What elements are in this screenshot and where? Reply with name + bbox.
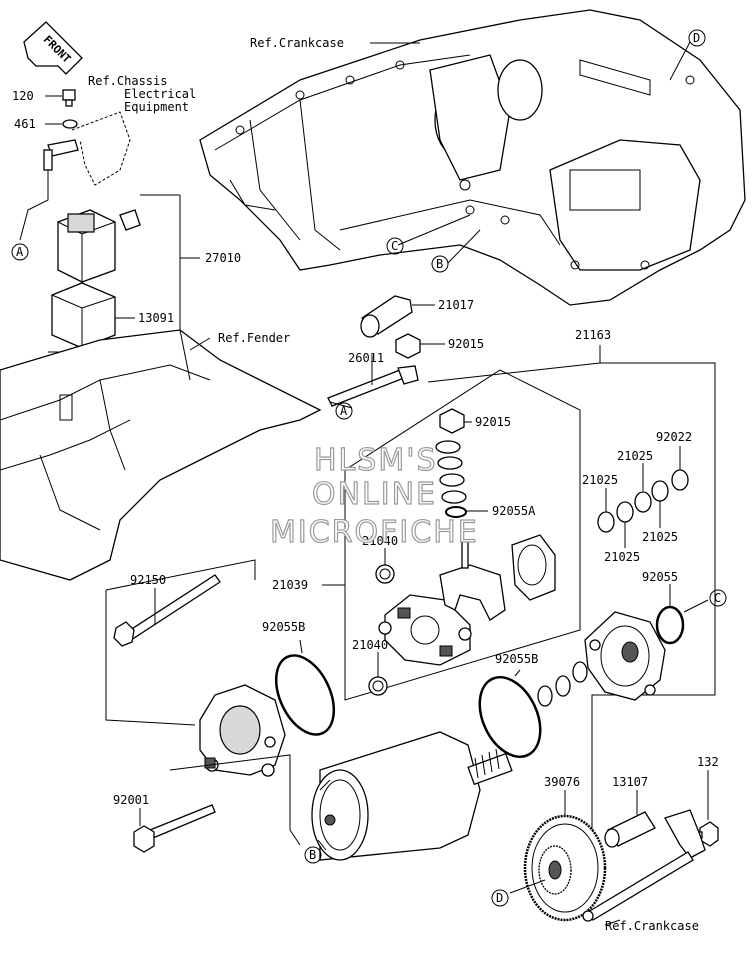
part-92055A: 92055A — [492, 504, 536, 518]
washer-21025-d — [597, 511, 615, 533]
callout-c-right: C — [714, 591, 721, 605]
part-13091: 13091 — [138, 311, 174, 325]
rear-cover — [584, 611, 666, 701]
nut-92015-lower — [439, 408, 465, 434]
washer-21025-c — [616, 501, 634, 523]
callout-d-bottom: D — [496, 891, 503, 905]
rubber-cap-21017 — [360, 295, 413, 338]
watermark-line-2: ONLINE — [312, 477, 437, 512]
ref-crankcase-top: Ref.Crankcase — [250, 36, 344, 50]
part-92022: 92022 — [656, 430, 692, 444]
ref-chassis-3: Equipment — [124, 100, 189, 114]
idle-shaft — [582, 809, 706, 922]
part-39076: 39076 — [544, 775, 580, 789]
washer-stack — [435, 440, 467, 504]
part-21039: 21039 — [272, 578, 308, 592]
front-arrow-icon: FRONT — [23, 21, 83, 75]
callout-d-top: D — [693, 31, 700, 45]
ref-chassis-1: Ref.Chassis — [88, 74, 167, 88]
bolt-120 — [62, 89, 76, 107]
fender-drawing — [0, 329, 322, 581]
idle-gear-39076 — [523, 814, 607, 922]
part-92015-upper: 92015 — [448, 337, 484, 351]
part-92150: 92150 — [130, 573, 166, 587]
callout-b-top: B — [436, 257, 443, 271]
part-92001: 92001 — [113, 793, 149, 807]
part-21017: 21017 — [438, 298, 474, 312]
starter-relay-27010 — [57, 209, 141, 283]
frame-92150 — [105, 559, 256, 726]
collar-13107 — [604, 811, 656, 848]
relay-cover-13091 — [51, 282, 116, 349]
o-ring-92055 — [655, 605, 685, 645]
brush-lead — [439, 539, 506, 621]
brush-cover — [511, 534, 556, 601]
relay-bracket — [19, 111, 131, 241]
shim-c — [537, 685, 553, 707]
starter-motor-body — [311, 731, 513, 861]
washer-21025-a — [651, 480, 669, 502]
part-92055B-right: 92055B — [495, 652, 538, 666]
part-21163: 21163 — [575, 328, 611, 342]
o-ring-92055B-right — [478, 676, 542, 758]
bolt-92150 — [113, 574, 221, 647]
ref-crankcase-bottom: Ref.Crankcase — [605, 919, 699, 933]
watermark-line-3: MICROFICHE — [270, 515, 479, 550]
shim-b — [555, 675, 571, 697]
part-120: 120 — [12, 89, 34, 103]
front-cover — [199, 684, 286, 777]
part-21025-c: 21025 — [642, 530, 678, 544]
ref-fender: Ref.Fender — [218, 331, 290, 345]
part-27010: 27010 — [205, 251, 241, 265]
cable-26011 — [327, 365, 419, 407]
part-92055: 92055 — [642, 570, 678, 584]
brush-spring-upper — [375, 564, 395, 584]
part-21040-lower: 21040 — [352, 638, 388, 652]
part-13107: 13107 — [612, 775, 648, 789]
callout-a-top: A — [16, 245, 24, 259]
part-461: 461 — [14, 117, 36, 131]
part-21040-upper: 21040 — [362, 534, 398, 548]
callout-c-top: C — [391, 239, 398, 253]
frame-b-bottom — [169, 754, 301, 846]
part-21025-a: 21025 — [617, 449, 653, 463]
brush-holder-plate — [378, 594, 472, 666]
part-26011: 26011 — [348, 351, 384, 365]
o-ring-92055B-left — [274, 654, 336, 736]
washer-92022 — [671, 469, 689, 491]
part-21025-b: 21025 — [582, 473, 618, 487]
o-ring-92055A — [445, 506, 467, 518]
nut-92015-upper — [395, 333, 421, 359]
part-21025-d: 21025 — [604, 550, 640, 564]
crankcase-drawing — [199, 9, 746, 306]
brush-spring-lower — [368, 676, 388, 696]
bolt-92001 — [133, 804, 216, 853]
frame-21039 — [344, 369, 581, 701]
ref-chassis-2: Electrical — [124, 87, 196, 101]
shim-a — [572, 661, 588, 683]
part-132: 132 — [697, 755, 719, 769]
washer-21025-b — [634, 491, 652, 513]
callout-b-bottom: B — [309, 848, 316, 862]
washer-461 — [62, 119, 78, 129]
watermark-line-1: HLSM'S — [314, 443, 438, 478]
frame-21163 — [427, 362, 716, 830]
callout-a-mid: A — [340, 404, 348, 418]
part-92015-lower: 92015 — [475, 415, 511, 429]
part-92055B-left: 92055B — [262, 620, 305, 634]
